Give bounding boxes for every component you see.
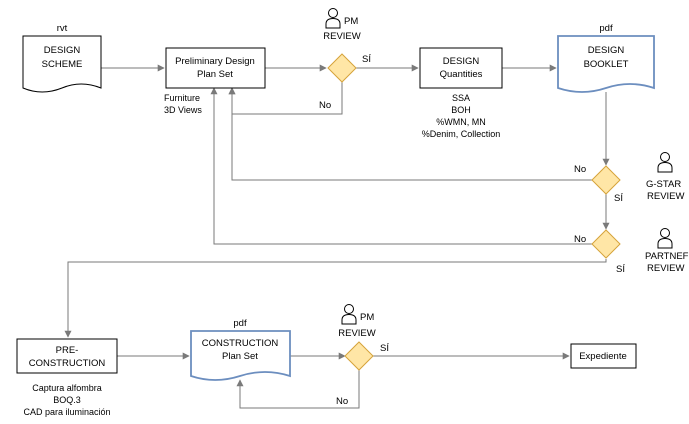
document-shape — [557, 35, 655, 93]
process-box — [570, 343, 637, 369]
person-icon — [657, 228, 673, 249]
quantities-note-3: %WMN, MN — [436, 117, 486, 127]
node-expediente[interactable]: Expediente — [570, 343, 637, 369]
decision-diamond-gstar-review[interactable] — [591, 165, 621, 195]
node-design-scheme[interactable]: rvt DESIGN SCHEME — [22, 23, 102, 93]
file-type-tag: pdf — [233, 318, 247, 329]
node-construction-plan-set[interactable]: pdf CONSTRUCTION Plan Set — [190, 318, 291, 381]
actor-label-line-1: PARTNEF — [645, 251, 689, 262]
gstar-review-actor: G-STAR REVIEW — [646, 152, 685, 202]
node-label-line-2: Quantities — [440, 69, 483, 80]
decision-diamond-partner-review[interactable] — [591, 229, 621, 259]
actor-label-line-2: REVIEW — [647, 263, 685, 274]
quantities-note-4: %Denim, Collection — [422, 129, 501, 139]
node-label-line-2: Plan Set — [222, 351, 258, 362]
process-box — [165, 47, 266, 89]
person-icon — [325, 8, 341, 29]
person-icon — [341, 304, 357, 325]
document-shape — [22, 35, 102, 93]
actor-label-line-1: G-STAR — [646, 179, 681, 190]
preliminary-note-2: 3D Views — [164, 105, 202, 115]
node-label-line-1: DESIGN — [443, 56, 480, 67]
node-label-line-2: BOOKLET — [584, 59, 629, 70]
edge-gstar-no-loop — [228, 87, 592, 181]
node-label-line-1: CONSTRUCTION — [202, 338, 279, 349]
node-label-line-1: DESIGN — [44, 45, 81, 56]
process-box — [419, 47, 503, 89]
file-type-tag: rvt — [57, 23, 68, 34]
edge-label-no: No — [319, 100, 331, 111]
edge-label-no: No — [574, 234, 586, 245]
node-design-quantities[interactable]: DESIGN Quantities — [419, 47, 503, 89]
edge-label-yes: SÍ — [362, 54, 371, 65]
preconstruction-note-1: Captura alfombra — [32, 383, 102, 393]
process-box — [16, 338, 118, 374]
actor-label-line-1: PM — [344, 16, 358, 27]
pm-review-1-actor: PM REVIEW — [323, 8, 361, 42]
actor-label-line-2: REVIEW — [323, 31, 361, 42]
file-type-tag: pdf — [599, 23, 613, 34]
pm-review-2-actor: PM REVIEW — [338, 304, 376, 339]
preliminary-note-1: Furniture — [164, 93, 200, 103]
decision-diamond-pm-review-1[interactable] — [327, 53, 357, 83]
edge-label-yes: SÍ — [616, 264, 625, 275]
edge-label-no: No — [336, 396, 348, 407]
preconstruction-note-3: CAD para iluminación — [23, 407, 110, 417]
person-icon — [657, 152, 673, 173]
edge-partner-yes-to-preconstruction — [64, 259, 607, 338]
actor-label-line-1: PM — [360, 312, 374, 323]
actor-label-line-2: REVIEW — [647, 191, 685, 202]
node-label: Expediente — [579, 351, 627, 362]
edge-label-no: No — [574, 164, 586, 175]
decision-diamond-pm-review-2[interactable] — [344, 341, 374, 371]
node-label-line-2: CONSTRUCTION — [29, 358, 106, 369]
document-shape — [190, 330, 291, 381]
node-label-line-2: Plan Set — [197, 69, 233, 80]
actor-label-line-2: REVIEW — [338, 328, 376, 339]
connectors — [64, 64, 610, 409]
node-design-booklet[interactable]: pdf DESIGN BOOKLET — [557, 23, 655, 93]
quantities-note-2: BOH — [451, 105, 471, 115]
node-pre-construction[interactable]: PRE- CONSTRUCTION — [16, 338, 118, 374]
node-label-line-1: DESIGN — [588, 45, 625, 56]
node-label-line-1: PRE- — [56, 345, 79, 356]
node-label-line-1: Preliminary Design — [175, 56, 255, 67]
node-preliminary-design[interactable]: Preliminary Design Plan Set — [165, 47, 266, 89]
partner-review-actor: PARTNEF REVIEW — [645, 228, 689, 274]
edge-partner-no-loop — [210, 87, 592, 245]
node-label-line-2: SCHEME — [42, 59, 83, 70]
edge-label-yes: SÍ — [380, 343, 389, 354]
edge-pm-review-2-no-loop — [236, 370, 360, 409]
quantities-note-1: SSA — [452, 93, 470, 103]
preconstruction-note-2: BOQ.3 — [53, 395, 81, 405]
edge-label-yes: SÍ — [614, 193, 623, 204]
